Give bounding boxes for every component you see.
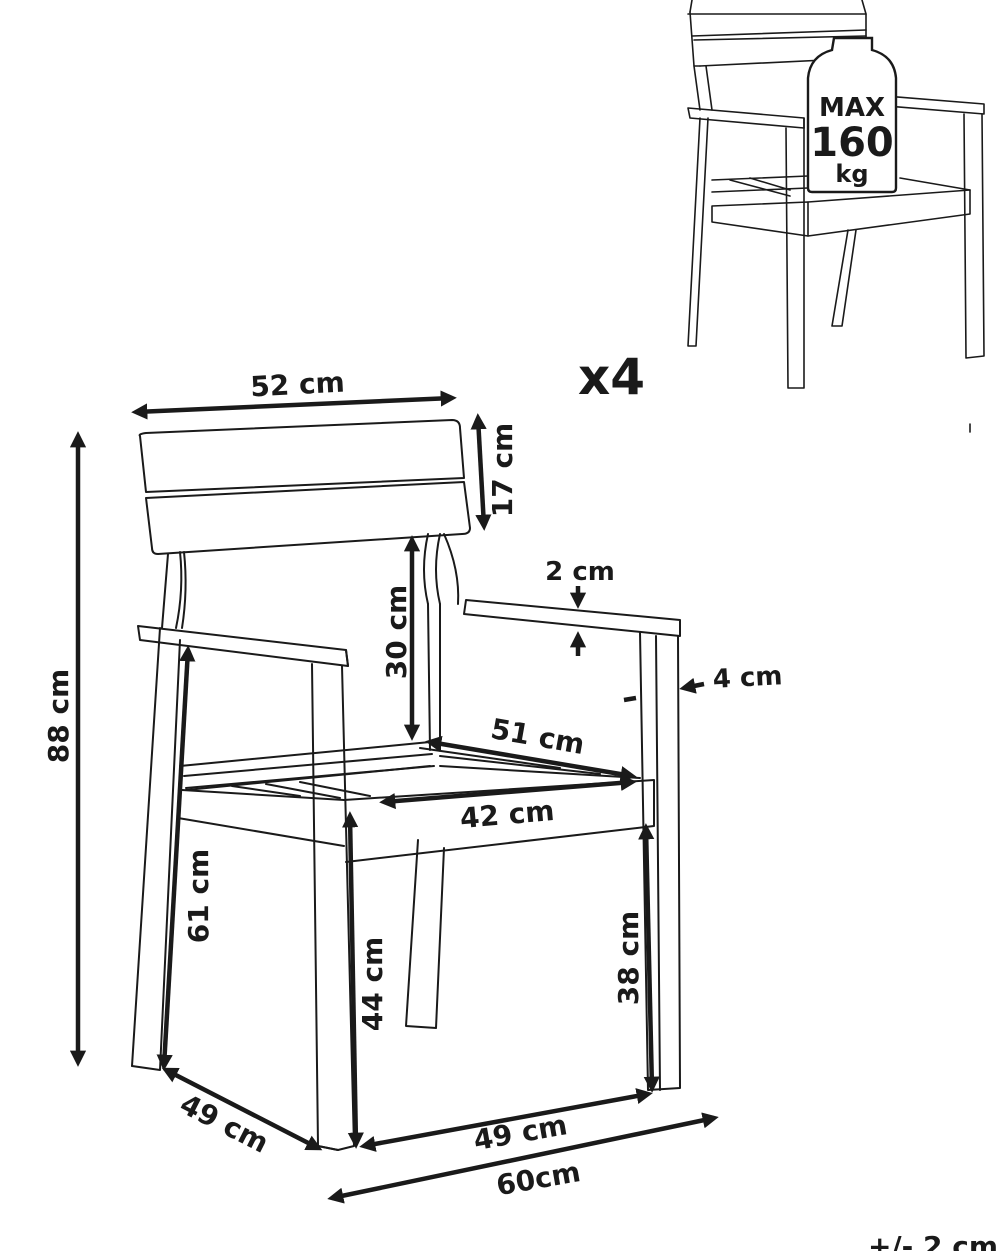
badge-max-label: MAX (819, 93, 885, 123)
armrest-height-arrow (156, 645, 196, 1071)
backrest-height-arrow (470, 413, 492, 531)
seat-width-front-label: 42 cm (459, 794, 556, 835)
dimension-arrows (69, 390, 719, 1204)
backrest-width-label: 52 cm (249, 366, 345, 404)
overall-width-arrow (327, 1112, 719, 1204)
leg-width-right-arrow (679, 677, 705, 694)
seat-width-front-arrow (379, 774, 637, 810)
max-load-badge: MAX 160 kg (806, 36, 898, 194)
seat-height-label: 44 cm (356, 937, 389, 1032)
total-height-label: 88 cm (42, 669, 75, 764)
back-gap-label: 30 cm (380, 585, 413, 680)
quantity-label: x4 (578, 348, 645, 406)
tolerance-note: +/- 2 cm (868, 1230, 998, 1251)
armrest-height-label: 61 cm (182, 849, 215, 944)
under-armrest-label: 38 cm (612, 911, 645, 1006)
seat-width-back-arrow (425, 735, 637, 783)
backrest-width-arrow (131, 390, 457, 420)
load-chair-illustration (687, 0, 985, 389)
leg-width-left-tick (623, 695, 637, 703)
badge-value: 160 (810, 120, 894, 166)
armrest-thickness-label: 2 cm (545, 557, 615, 587)
weight-icon (806, 36, 898, 194)
seat-height-arrow (342, 811, 364, 1149)
backrest-height-label: 17 cm (486, 423, 519, 518)
under-armrest-arrow (638, 823, 660, 1093)
depth-side-arrow (161, 1067, 323, 1151)
leg-width-label: 4 cm (712, 661, 783, 695)
badge-unit: kg (835, 160, 868, 188)
